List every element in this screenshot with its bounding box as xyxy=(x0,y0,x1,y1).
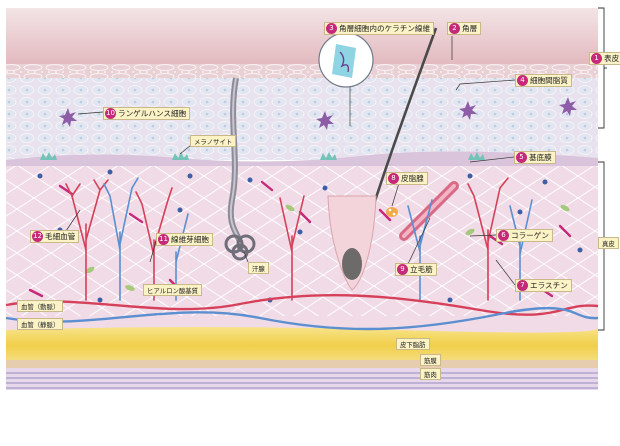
label-keratin-fibers-text: 角層細胞内のケラチン線維 xyxy=(339,24,431,33)
label-langerhans-text: ランゲルハンス細胞 xyxy=(118,109,187,118)
langerhans-cells xyxy=(59,97,577,130)
hair-follicle xyxy=(327,27,438,291)
label-arrector-pili: 9 立毛筋 xyxy=(395,263,437,276)
melanocyte-cells xyxy=(40,152,485,160)
label-collagen: 6 コラーゲン xyxy=(496,229,553,242)
label-intercellular-lipid: 4 細胞間脂質 xyxy=(515,74,572,87)
blood-vessels xyxy=(5,293,599,331)
label-capillary-text: 毛細血管 xyxy=(45,232,76,241)
label-basement-membrane-text: 基底膜 xyxy=(529,153,552,162)
tag-subcutaneous-fat: 皮下脂肪 xyxy=(396,338,430,350)
label-epidermis: 1 表皮 xyxy=(589,52,620,65)
tag-hyaluronic-matrix: ヒアルロン酸基質 xyxy=(143,284,203,296)
label-capillary: 12 毛細血管 xyxy=(30,230,80,243)
sweat-gland xyxy=(224,77,256,261)
label-elastin: 7 エラスチン xyxy=(515,279,572,292)
label-arrector-pili-text: 立毛筋 xyxy=(410,265,433,274)
label-epidermis-text: 表皮 xyxy=(604,54,620,63)
tag-fascia: 筋膜 xyxy=(420,354,441,366)
tag-sweat-gland: 汗腺 xyxy=(248,262,269,274)
muscle-layer xyxy=(6,368,598,390)
tag-artery: 血管（動脈） xyxy=(17,300,64,312)
tag-dermis: 真皮 xyxy=(598,237,619,249)
elastin-fibers xyxy=(85,204,570,291)
basement-membrane xyxy=(6,151,598,168)
label-collagen-text: コラーゲン xyxy=(511,231,549,240)
label-stratum-corneum-text: 角層 xyxy=(462,24,478,33)
tag-muscle: 筋肉 xyxy=(420,368,441,380)
sebaceous-gland xyxy=(386,207,398,217)
stratum-corneum xyxy=(6,8,598,72)
tag-vein: 血管（静脈） xyxy=(17,318,64,330)
label-stratum-corneum: 2 角層 xyxy=(447,22,482,35)
label-intercellular-lipid-text: 細胞間脂質 xyxy=(530,76,568,85)
label-basement-membrane: 5 基底膜 xyxy=(514,151,556,164)
label-sebaceous-gland-text: 皮脂腺 xyxy=(401,174,424,183)
label-sebaceous-gland: 8 皮脂腺 xyxy=(386,172,428,185)
label-elastin-text: エラスチン xyxy=(530,281,568,290)
label-fibroblast: 11 線維芽細胞 xyxy=(156,233,213,246)
tag-melanocyte: メラノサイト xyxy=(190,135,237,147)
subcutaneous-fat xyxy=(6,327,599,364)
label-fibroblast-text: 線維芽細胞 xyxy=(171,235,209,244)
label-keratin-fibers: 3 角層細胞内のケラチン線維 xyxy=(324,22,435,35)
label-langerhans: 10 ランゲルハンス細胞 xyxy=(103,107,191,120)
capillary-trees xyxy=(65,177,533,301)
fascia xyxy=(6,360,598,368)
